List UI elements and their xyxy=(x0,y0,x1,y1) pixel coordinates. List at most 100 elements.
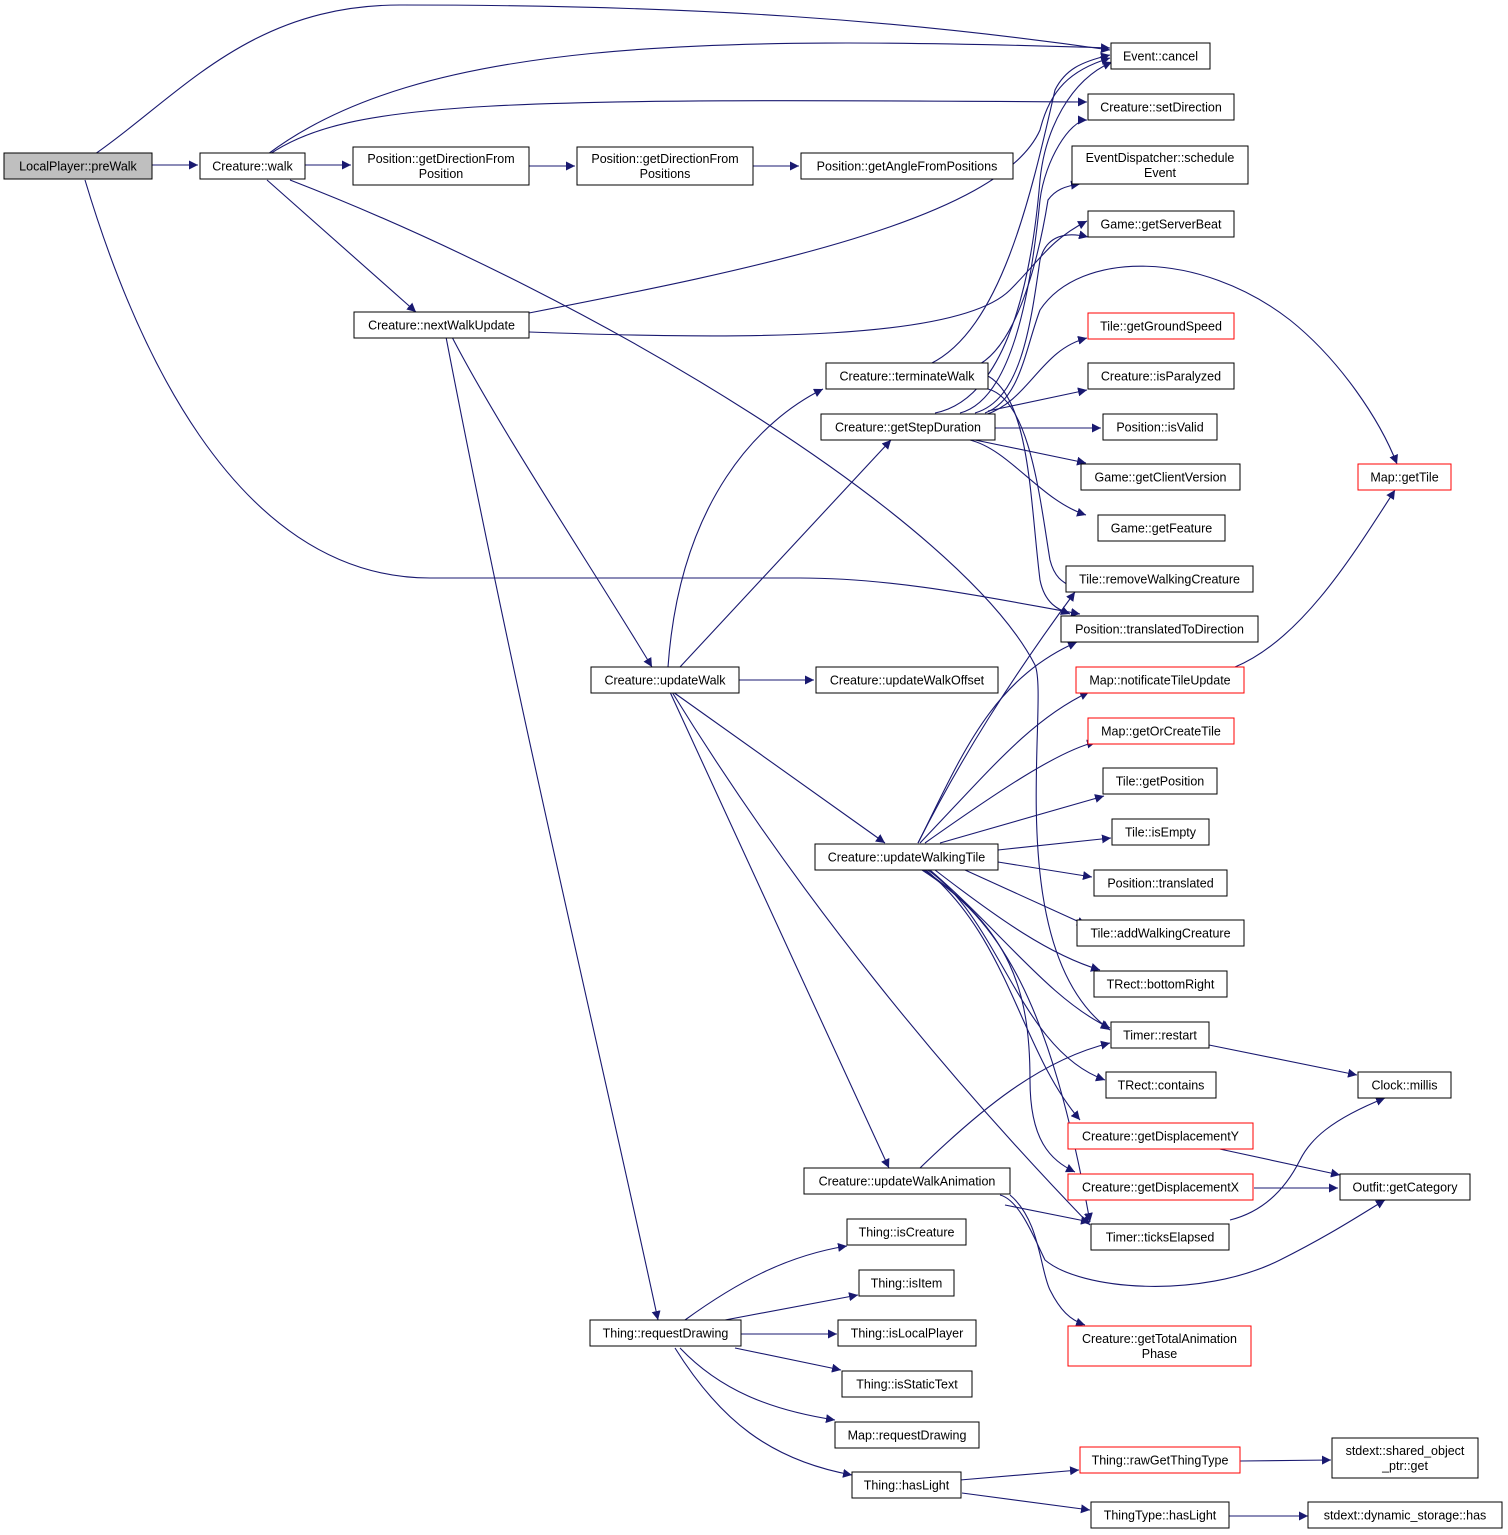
node-label: Map::getTile xyxy=(1370,471,1438,485)
node-box xyxy=(1307,1501,1503,1529)
node-pos-getangle[interactable]: Position::getAngleFromPositions xyxy=(800,152,1014,180)
node-label: Position xyxy=(419,167,464,181)
node-box xyxy=(1079,1446,1241,1474)
node-pos-translated[interactable]: Position::translated xyxy=(1093,869,1228,897)
node-label: Creature::getTotalAnimation xyxy=(1082,1332,1237,1346)
edge xyxy=(1214,1147,1341,1178)
node-label: Position::isValid xyxy=(1116,421,1203,435)
node-cr-dispy[interactable]: Creature::getDisplacementY xyxy=(1067,1122,1254,1150)
edge xyxy=(684,1242,848,1321)
edge xyxy=(445,336,661,1321)
node-stdext-ds-has[interactable]: stdext::dynamic_storage::has xyxy=(1307,1501,1503,1529)
node-label: Thing::rawGetThingType xyxy=(1092,1454,1229,1468)
edge xyxy=(679,439,892,668)
node-box xyxy=(1080,463,1241,491)
edge xyxy=(528,56,1111,314)
node-box xyxy=(1087,93,1235,121)
node-map-notificate[interactable]: Map::notificateTileUpdate xyxy=(1075,666,1245,694)
edge xyxy=(1208,1044,1358,1078)
node-thing-requestdrawing[interactable]: Thing::requestDrawing xyxy=(589,1319,742,1347)
node-box xyxy=(1097,514,1226,542)
node-thingtype-haslight[interactable]: ThingType::hasLight xyxy=(1090,1501,1230,1529)
node-box xyxy=(1111,818,1210,846)
node-cr-isparalyzed[interactable]: Creature::isParalyzed xyxy=(1087,362,1235,390)
node-pos-translatedtodir[interactable]: Position::translatedToDirection xyxy=(1060,615,1259,643)
node-label: _ptr::get xyxy=(1381,1459,1428,1473)
edge xyxy=(987,387,1088,412)
node-map-getorcreate[interactable]: Map::getOrCreateTile xyxy=(1087,717,1235,745)
node-timer-ticks[interactable]: Timer::ticksElapsed xyxy=(1090,1223,1230,1251)
node-label: Creature::setDirection xyxy=(1100,101,1222,115)
node-label: Position::translatedToDirection xyxy=(1075,623,1244,637)
node-tile-isempty[interactable]: Tile::isEmpty xyxy=(1111,818,1210,846)
node-cr-updatewalkoffset[interactable]: Creature::updateWalkOffset xyxy=(815,666,999,694)
node-cr-walk[interactable]: Creature::walk xyxy=(199,152,306,180)
node-timer-restart[interactable]: Timer::restart xyxy=(1110,1021,1210,1049)
node-game-clientversion[interactable]: Game::getClientVersion xyxy=(1080,463,1241,491)
node-box xyxy=(1087,210,1235,238)
node-pos-isvalid[interactable]: Position::isValid xyxy=(1102,413,1218,441)
node-cr-updatewalkanim[interactable]: Creature::updateWalkAnimation xyxy=(803,1167,1011,1195)
node-box xyxy=(199,152,306,180)
node-box xyxy=(1067,1122,1254,1150)
edge xyxy=(267,42,1111,155)
node-map-gettile[interactable]: Map::getTile xyxy=(1357,463,1452,491)
edge xyxy=(939,794,1105,844)
node-thing-haslight[interactable]: Thing::hasLight xyxy=(851,1471,962,1499)
edge xyxy=(724,1292,859,1321)
node-tile-groundspeed[interactable]: Tile::getGroundSpeed xyxy=(1087,312,1235,340)
node-box xyxy=(825,362,989,390)
node-box xyxy=(1339,1173,1471,1201)
edge xyxy=(269,97,1088,155)
node-cr-updatewalk[interactable]: Creature::updateWalk xyxy=(590,666,740,694)
node-clock-millis[interactable]: Clock::millis xyxy=(1357,1071,1452,1099)
node-label: stdext::dynamic_storage::has xyxy=(1324,1509,1487,1523)
node-cr-dispx[interactable]: Creature::getDisplacementX xyxy=(1067,1173,1254,1201)
edge xyxy=(1004,1204,1091,1225)
edge xyxy=(997,834,1112,851)
node-label: LocalPlayer::preWalk xyxy=(19,160,137,174)
node-thing-isstatictext[interactable]: Thing::isStaticText xyxy=(841,1370,973,1398)
node-box xyxy=(1331,1437,1479,1479)
node-label: Thing::isCreature xyxy=(859,1226,955,1240)
node-cr-updatewalkingtile[interactable]: Creature::updateWalkingTile xyxy=(814,843,999,871)
node-box xyxy=(589,1319,742,1347)
node-tile-getposition[interactable]: Tile::getPosition xyxy=(1102,767,1218,795)
edge xyxy=(734,1347,842,1373)
node-cr-getstepduration[interactable]: Creature::getStepDuration xyxy=(820,413,996,441)
node-label: ThingType::hasLight xyxy=(1104,1509,1217,1523)
node-cr-nextwalkupdate[interactable]: Creature::nextWalkUpdate xyxy=(353,311,530,339)
node-box xyxy=(1102,413,1218,441)
node-box xyxy=(815,666,999,694)
node-thing-iscreature[interactable]: Thing::isCreature xyxy=(846,1218,967,1246)
node-tile-removewalking[interactable]: Tile::removeWalkingCreature xyxy=(1065,565,1254,593)
edge xyxy=(917,641,1078,844)
node-label: Event xyxy=(1144,166,1176,180)
node-label: Creature::updateWalkAnimation xyxy=(819,1175,996,1189)
edge xyxy=(671,691,1091,1226)
node-game-feature[interactable]: Game::getFeature xyxy=(1097,514,1226,542)
node-game-serverbeat[interactable]: Game::getServerBeat xyxy=(1087,210,1235,238)
node-tile-addwalking[interactable]: Tile::addWalkingCreature xyxy=(1076,919,1245,947)
edge xyxy=(94,4,1111,155)
node-map-requestdrawing[interactable]: Map::requestDrawing xyxy=(834,1421,980,1449)
node-box xyxy=(1071,145,1249,185)
node-trect-contains[interactable]: TRect::contains xyxy=(1105,1071,1217,1099)
node-stdext-sop-get[interactable]: stdext::shared_object_ptr::get xyxy=(1331,1437,1479,1479)
node-thing-isitem[interactable]: Thing::isItem xyxy=(858,1269,955,1297)
node-lp-prewalk[interactable]: LocalPlayer::preWalk xyxy=(3,152,153,180)
edge xyxy=(997,861,1093,881)
node-thing-islocalplayer[interactable]: Thing::isLocalPlayer xyxy=(837,1319,977,1347)
node-thing-rawget[interactable]: Thing::rawGetThingType xyxy=(1079,1446,1241,1474)
node-box xyxy=(820,413,996,441)
node-outfit-category[interactable]: Outfit::getCategory xyxy=(1339,1173,1471,1201)
node-cr-setdirection[interactable]: Creature::setDirection xyxy=(1087,93,1235,121)
node-trect-bottomright[interactable]: TRect::bottomRight xyxy=(1093,970,1228,998)
node-event-cancel[interactable]: Event::cancel xyxy=(1110,42,1211,70)
node-cr-terminatewalk[interactable]: Creature::terminateWalk xyxy=(825,362,989,390)
